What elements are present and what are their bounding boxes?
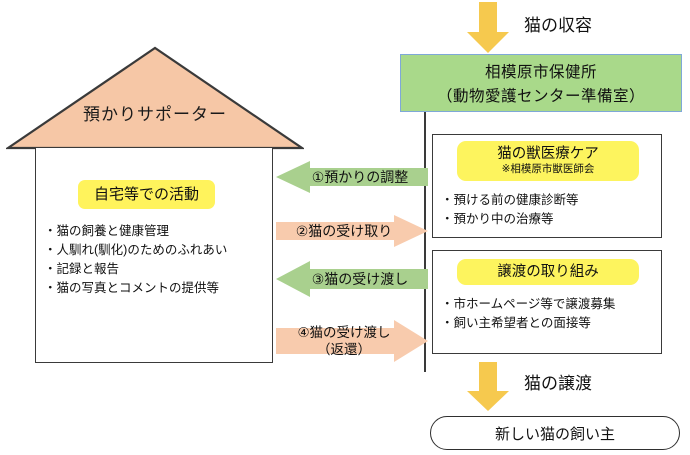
supporter-house-roof	[6, 46, 304, 150]
step-1-arrow: ①預かりの調整	[276, 160, 428, 194]
step-4-arrow: ④猫の受け渡し （返還）	[276, 318, 428, 364]
list-item: ・飼い主希望者との面接等	[441, 316, 591, 330]
list-item: ・猫の写真とコメントの提供等	[44, 281, 220, 295]
vet-care-panel: 猫の獣医療ケア ※相模原市獣医師会 ・預ける前の健康診断等 ・預かり中の治療等	[432, 134, 662, 238]
health-center-line2: （動物愛護センター準備室）	[436, 88, 645, 105]
vertical-connector-line	[424, 112, 426, 372]
health-center-line1: 相模原市保健所	[484, 64, 597, 81]
down-arrow-icon	[467, 362, 509, 411]
right-arrow-icon	[276, 320, 428, 362]
list-item: ・預ける前の健康診断等	[441, 193, 579, 207]
left-arrow-icon	[276, 161, 428, 193]
list-item: ・市ホームページ等で譲渡募集	[441, 297, 616, 311]
left-arrow-icon	[276, 261, 428, 297]
transfer-list: ・市ホームページ等で譲渡募集 ・飼い主希望者との面接等	[441, 295, 615, 333]
step-3-arrow: ③猫の受け渡し	[276, 260, 428, 298]
list-item: ・人馴れ(馴化)のためのふれあい	[44, 243, 228, 257]
transfer-panel: 譲渡の取り組み ・市ホームページ等で譲渡募集 ・飼い主希望者との面接等	[432, 250, 662, 354]
health-center-box: 相模原市保健所 （動物愛護センター準備室）	[400, 54, 682, 112]
list-item: ・預かり中の治療等	[441, 212, 554, 226]
right-arrow-icon	[276, 215, 428, 247]
vet-care-badge: 猫の獣医療ケア ※相模原市獣医師会	[457, 141, 639, 181]
transfer-badge-title: 譲渡の取り組み	[497, 263, 599, 280]
intake-label: 猫の収容	[524, 16, 592, 35]
down-arrow-icon	[467, 2, 509, 53]
list-item: ・記録と報告	[44, 262, 120, 276]
transfer-badge: 譲渡の取り組み	[457, 259, 639, 285]
home-activity-list: ・猫の飼養と健康管理 ・人馴れ(馴化)のためのふれあい ・記録と報告 ・猫の写真…	[44, 222, 274, 298]
vet-care-list: ・預ける前の健康診断等 ・預かり中の治療等	[441, 191, 579, 229]
home-activity-badge: 自宅等での活動	[78, 180, 216, 209]
list-item: ・猫の飼養と健康管理	[44, 224, 170, 238]
adoption-label: 猫の譲渡	[524, 374, 592, 393]
new-owner-box: 新しい猫の飼い主	[430, 416, 680, 450]
new-owner-label: 新しい猫の飼い主	[494, 425, 615, 443]
vet-care-badge-subtitle: ※相模原市獣医師会	[501, 163, 595, 175]
vet-care-badge-title: 猫の獣医療ケア	[497, 146, 599, 162]
supporter-house-body	[35, 148, 273, 363]
step-2-arrow: ②猫の受け取り	[276, 214, 428, 248]
